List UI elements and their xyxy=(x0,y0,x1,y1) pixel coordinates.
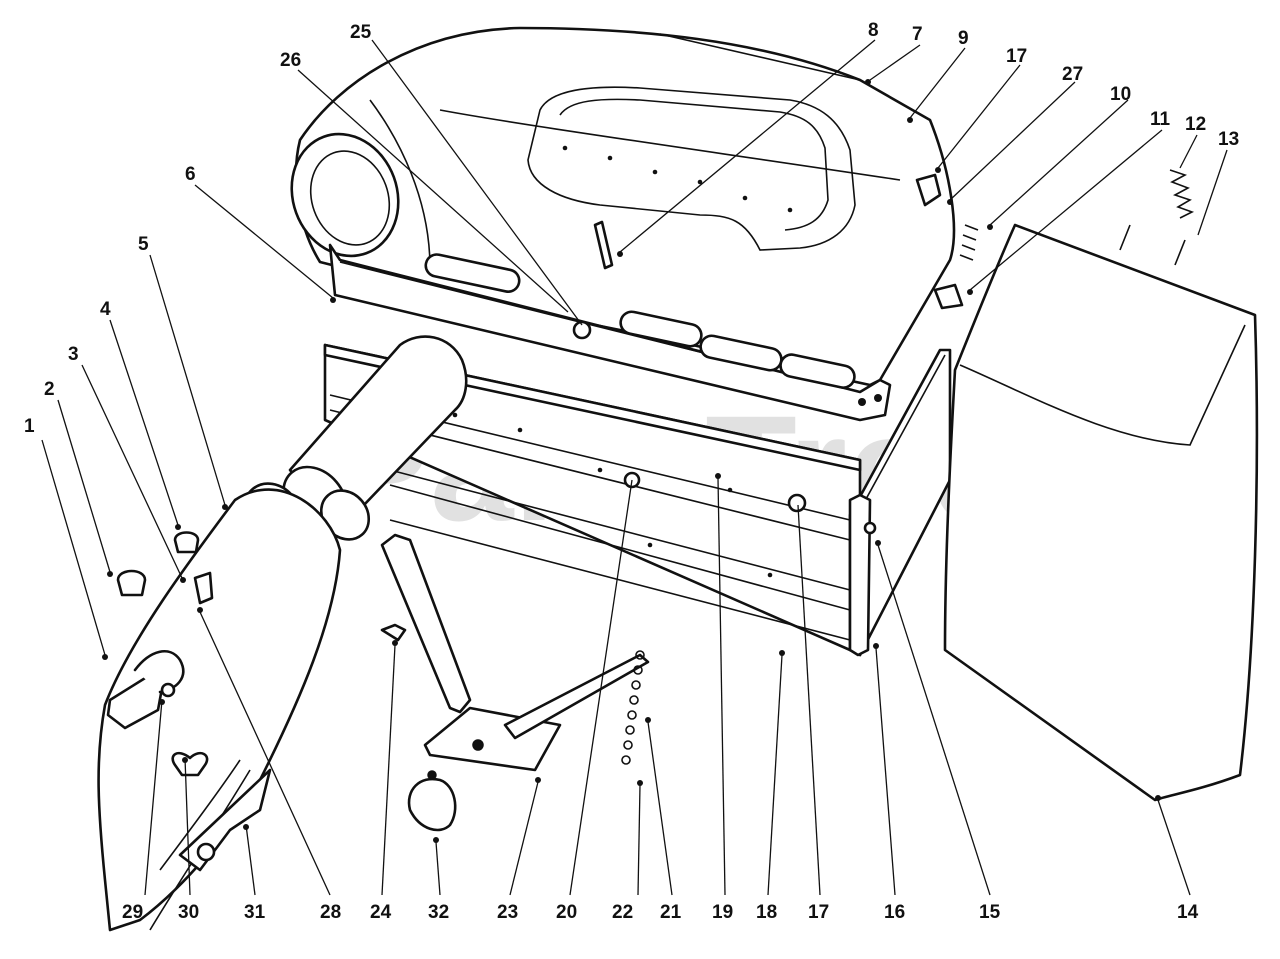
hood-chute-inner xyxy=(309,150,391,246)
callout-28: 28 xyxy=(320,902,341,923)
bolt-24 xyxy=(380,623,407,642)
hood-top-line xyxy=(659,33,861,81)
bolt-15 xyxy=(863,521,877,535)
callout-4: 4 xyxy=(100,299,111,320)
bolt-17-top xyxy=(915,173,942,207)
clamp-body xyxy=(407,777,457,832)
bolt-17-mid xyxy=(787,493,807,513)
callout-30: 30 xyxy=(178,902,199,923)
top-hardware xyxy=(572,173,979,513)
callout-10: 10 xyxy=(1110,84,1131,105)
callout-17-bottom: 17 xyxy=(808,902,829,923)
callout-20: 20 xyxy=(556,902,577,923)
hood-chute-side xyxy=(369,99,431,269)
slot-1 xyxy=(424,253,521,293)
callout-18: 18 xyxy=(756,902,777,923)
leader-lines xyxy=(41,39,1228,896)
chain xyxy=(621,650,645,765)
callout-12: 12 xyxy=(1185,114,1206,135)
callout-16: 16 xyxy=(884,902,905,923)
callout-14: 14 xyxy=(1177,902,1199,923)
bag-body xyxy=(943,223,1259,802)
leader-dots xyxy=(102,79,1161,843)
bag-top-edge xyxy=(959,324,1246,446)
callout-2: 2 xyxy=(44,379,55,400)
callout-1: 1 xyxy=(24,416,35,437)
callout-22: 22 xyxy=(612,902,633,923)
knob-2 xyxy=(116,569,147,597)
slot-4 xyxy=(779,353,856,389)
frame-right-bracket xyxy=(848,493,872,657)
bolt-31 xyxy=(196,842,216,862)
frame-channel-upper xyxy=(328,243,892,422)
callout-9: 9 xyxy=(958,28,969,49)
deflector-body xyxy=(97,488,342,932)
callout-21: 21 xyxy=(660,902,682,923)
pin-8 xyxy=(593,220,614,270)
callout-labels: 1 2 3 4 5 6 7 8 9 10 11 12 13 14 15 16 1… xyxy=(24,20,1239,923)
callout-29: 29 xyxy=(122,902,143,923)
bolt-29 xyxy=(160,682,176,698)
nut-25 xyxy=(572,320,592,340)
knob-4 xyxy=(173,531,200,554)
callout-26: 26 xyxy=(280,50,301,71)
support-bracket xyxy=(380,533,650,772)
support-arm xyxy=(380,533,472,714)
upper-channel xyxy=(328,243,892,422)
spring-12 xyxy=(1169,169,1195,219)
callout-23: 23 xyxy=(497,902,518,923)
callout-32: 32 xyxy=(428,902,449,923)
wing-nut-30 xyxy=(171,751,209,777)
callout-6: 6 xyxy=(185,164,196,185)
grass-bag xyxy=(943,169,1259,802)
hood-window xyxy=(527,86,856,251)
callout-13: 13 xyxy=(1218,129,1239,150)
callout-27: 27 xyxy=(1062,64,1083,85)
callout-11: 11 xyxy=(1150,109,1171,130)
clamp-32 xyxy=(407,770,457,832)
pin-3 xyxy=(193,571,214,605)
callout-15: 15 xyxy=(979,902,1001,923)
hood-window-inner xyxy=(559,98,829,231)
callout-31: 31 xyxy=(244,902,266,923)
hood-inner-edge xyxy=(439,109,901,181)
brush-10 xyxy=(959,224,979,261)
callout-17-top: 17 xyxy=(1006,46,1027,67)
callout-5: 5 xyxy=(138,234,149,255)
callout-8: 8 xyxy=(868,20,879,41)
callout-24: 24 xyxy=(370,902,392,923)
support-bar xyxy=(503,653,650,740)
callout-3: 3 xyxy=(68,344,79,365)
callout-7: 7 xyxy=(912,24,923,45)
deflector-chute xyxy=(97,488,342,932)
bracket-11 xyxy=(933,283,964,310)
callout-25: 25 xyxy=(350,22,372,43)
callout-19: 19 xyxy=(712,902,733,923)
slot-2 xyxy=(619,310,703,348)
